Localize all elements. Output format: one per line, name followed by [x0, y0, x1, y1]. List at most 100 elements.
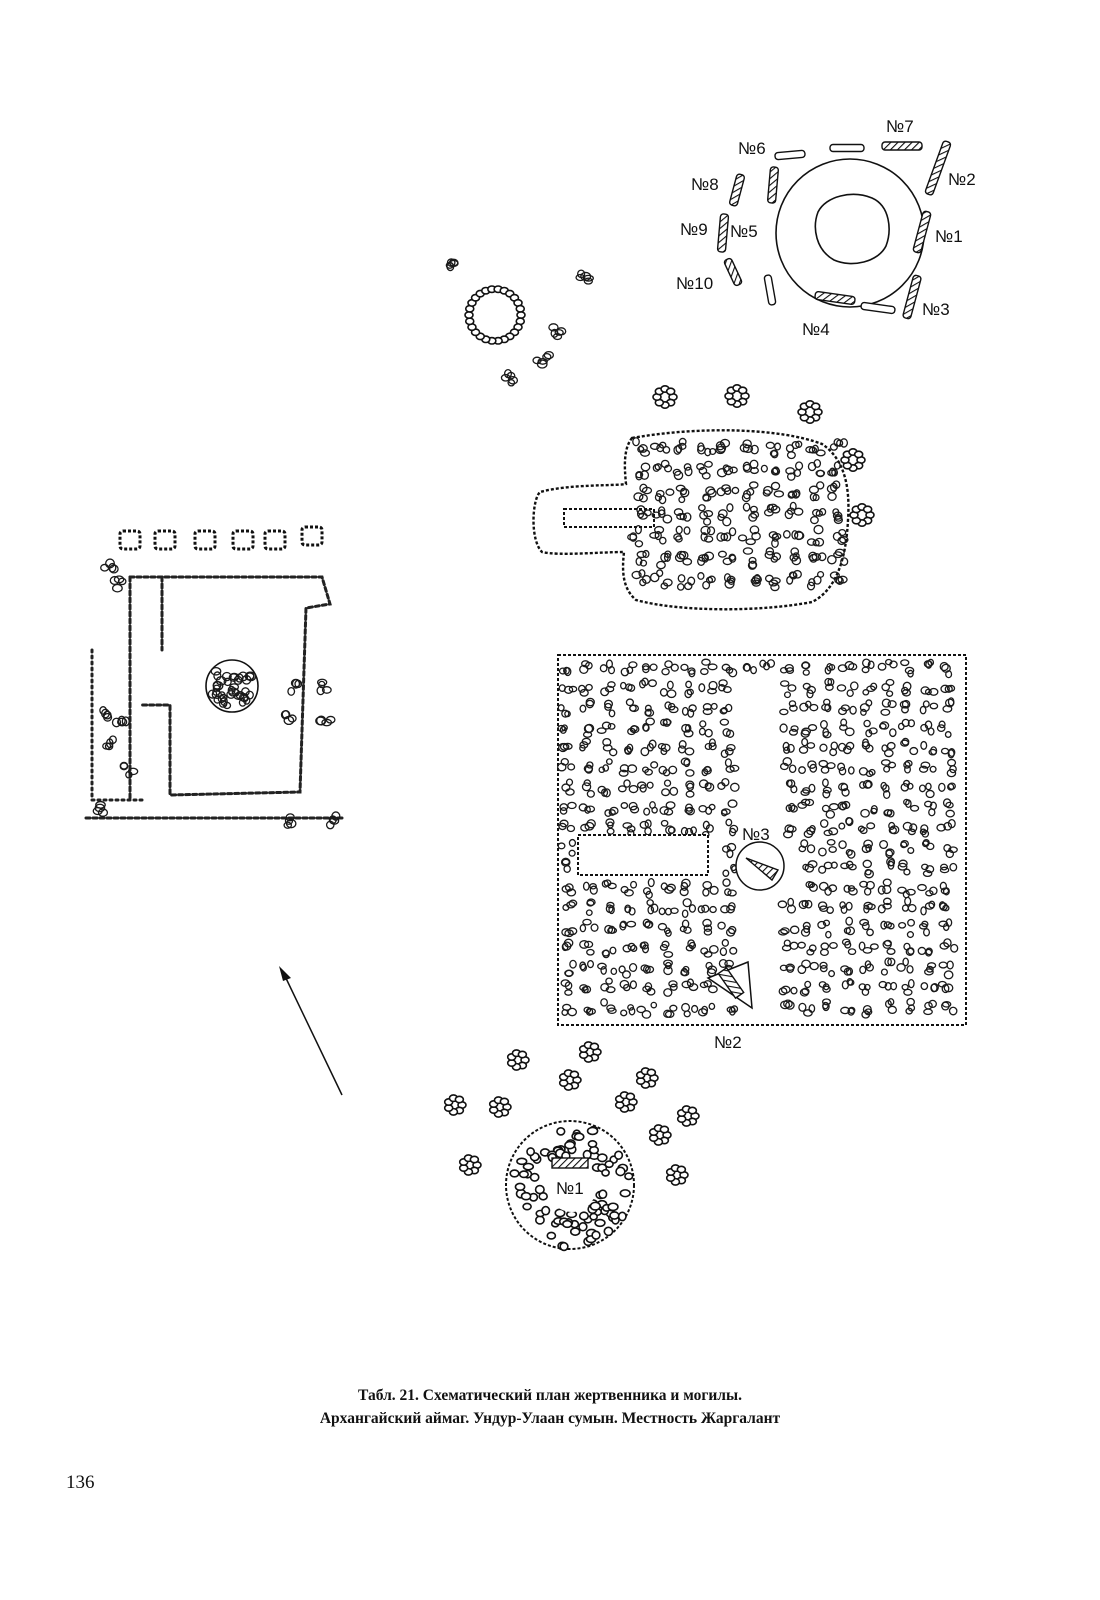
enclosure-stone	[600, 966, 607, 975]
altar-stone	[700, 525, 711, 536]
enclosure-stone	[825, 930, 832, 939]
mound-outline	[505, 1120, 635, 1250]
enclosure-stone	[882, 940, 892, 949]
enclosure-stone	[864, 868, 872, 876]
enclosure-stone	[836, 684, 847, 692]
enclosure-stone	[889, 825, 900, 835]
mound-stone	[509, 1169, 520, 1178]
enclosure-stone	[585, 805, 596, 813]
altar-stone	[751, 531, 761, 541]
enclosure-stone	[627, 1004, 635, 1011]
enclosure-stone	[566, 901, 576, 909]
enclosure-stone	[686, 688, 694, 696]
upright-slab	[728, 173, 746, 207]
altar-stone	[716, 468, 728, 478]
enclosure-stone	[727, 799, 738, 808]
altar-stone	[787, 490, 798, 498]
enclosure-stone	[697, 905, 705, 914]
enclosure-stone	[901, 705, 909, 714]
enclosure-stone	[703, 928, 713, 936]
enclosure-stone	[920, 982, 929, 991]
enclosure-stone	[928, 687, 939, 696]
enclosure-stone	[681, 878, 691, 888]
altar-stone	[673, 533, 682, 541]
enclosure-stone	[601, 880, 609, 888]
satellite-stone	[536, 359, 548, 369]
enclosure-stone	[684, 689, 693, 699]
central-mound-stone	[228, 673, 239, 682]
enclosure-stone	[879, 839, 889, 850]
altar-stone	[703, 551, 715, 561]
enclosure-stone	[943, 983, 954, 993]
satellite-stone	[503, 368, 513, 379]
enclosure-stone	[779, 723, 788, 733]
altar-stone	[658, 536, 667, 545]
altar-stone	[672, 468, 682, 476]
enclosure-stone	[560, 979, 571, 988]
enclosure-stone	[790, 725, 799, 732]
enclosure-stone	[945, 849, 955, 859]
enclosure-stone	[688, 704, 697, 713]
enclosure-stone	[945, 801, 954, 809]
enclosure-stone	[678, 740, 687, 749]
altar-stone	[813, 458, 822, 468]
enclosure-stone	[882, 902, 892, 910]
enclosure-stone	[798, 745, 809, 754]
enclosure-stone	[902, 681, 912, 691]
upright-slab	[860, 301, 896, 315]
enclosure-stone	[564, 989, 573, 996]
altar-stone	[635, 557, 643, 566]
enclosure-stone	[565, 788, 575, 796]
enclosure-stone	[790, 986, 798, 995]
enclosure-stone	[887, 858, 895, 867]
enclosure-stone	[666, 689, 677, 699]
enclosure-stone	[644, 826, 652, 836]
enclosure-stone	[630, 880, 638, 889]
ring-stone	[464, 310, 474, 319]
slab-2	[717, 966, 745, 1000]
enclosure-stone	[585, 683, 593, 691]
enclosure-stone	[826, 838, 836, 846]
enclosure-stone	[801, 959, 811, 969]
altar-stone	[636, 509, 645, 519]
enclosure-stone	[703, 924, 713, 932]
enclosure-stone	[841, 980, 850, 990]
enclosure-stone	[783, 999, 793, 1009]
inner-stone	[119, 761, 129, 771]
satellite-stone	[577, 269, 586, 279]
altar-stone	[765, 547, 775, 556]
enclosure-stone	[921, 920, 929, 928]
enclosure-stone	[917, 883, 927, 892]
enclosure-stone	[821, 804, 830, 813]
enclosure-stone	[950, 943, 959, 953]
altar-stone	[748, 512, 758, 522]
altar-stone	[684, 466, 693, 477]
enclosure-stone	[844, 940, 852, 949]
altar-stone	[639, 483, 648, 493]
enclosure-stone	[798, 1002, 807, 1012]
enclosure-stone	[942, 904, 950, 912]
enclosure-stone	[859, 965, 867, 975]
enclosure-stone	[708, 742, 717, 751]
enclosure-stone	[859, 880, 869, 888]
enclosure-stone	[785, 667, 795, 674]
mound-stone	[604, 1160, 614, 1169]
enclosure-stone	[704, 765, 712, 773]
enclosure-stone	[858, 941, 866, 951]
altar-stone	[724, 579, 735, 589]
satellite-stone	[575, 273, 586, 282]
mound-stone	[534, 1184, 545, 1195]
altar-stone	[826, 555, 837, 565]
enclosure-stone	[628, 1007, 636, 1016]
enclosure-stone	[707, 985, 718, 994]
enclosure-stone	[945, 809, 955, 818]
altar-stone	[748, 481, 759, 489]
enclosure-stone	[825, 683, 834, 691]
enclosure-stone	[857, 825, 865, 833]
enclosure-stone	[646, 781, 654, 789]
altar-stone	[631, 570, 642, 580]
enclosure-stone	[917, 946, 927, 956]
altar-stone	[789, 553, 799, 562]
central-mound-stone	[207, 689, 218, 699]
inner-stone	[102, 742, 112, 750]
